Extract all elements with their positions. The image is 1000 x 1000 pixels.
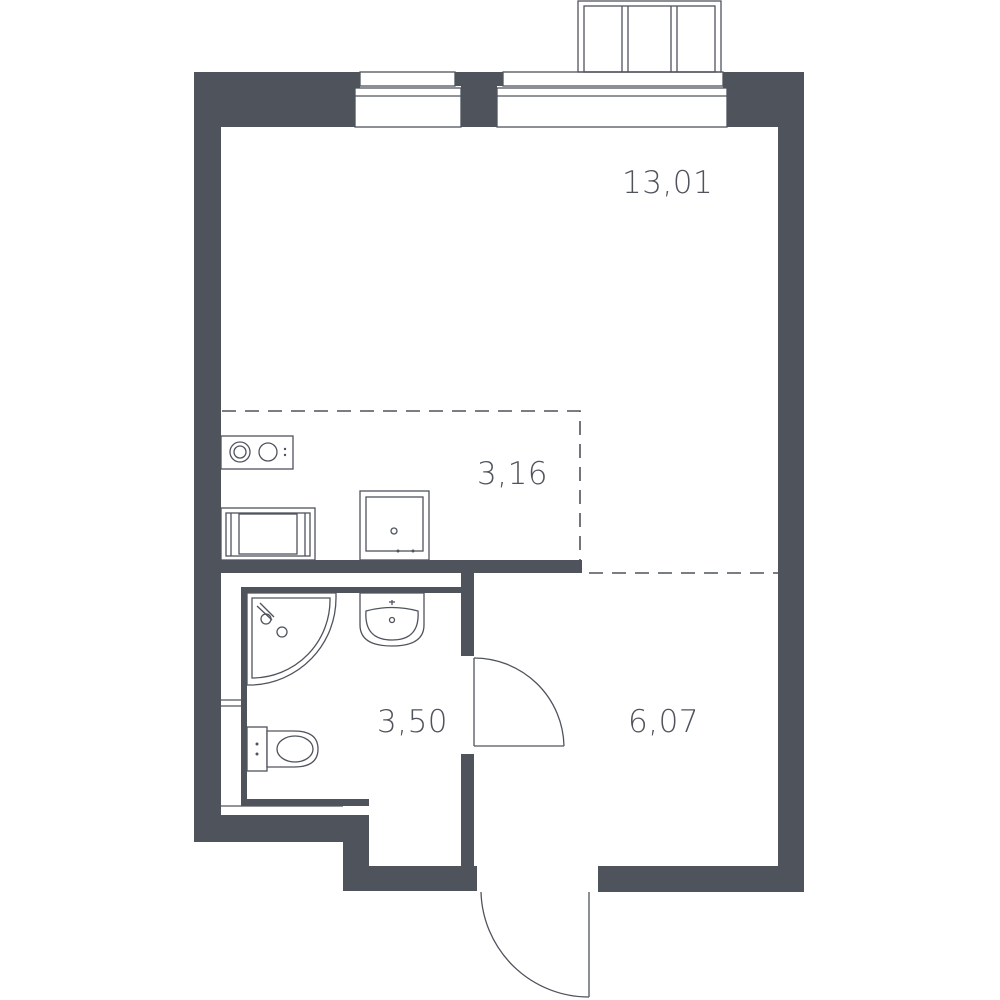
window-right xyxy=(496,71,728,128)
bathroom-area: 3,50 xyxy=(377,704,448,740)
corner-shower-icon xyxy=(246,592,337,686)
balcony xyxy=(577,0,722,73)
living-room-area: 13,01 xyxy=(622,165,713,201)
shower-icon xyxy=(359,490,430,561)
kitchen-area: 3,16 xyxy=(477,456,548,492)
stove-icon xyxy=(220,435,294,470)
washbasin-icon xyxy=(359,592,425,647)
entrance-door xyxy=(480,891,590,998)
interior-walls xyxy=(221,560,582,866)
toilet-icon xyxy=(246,726,319,772)
sink-icon xyxy=(220,507,316,561)
window-left xyxy=(354,71,462,128)
zone-boundaries xyxy=(222,410,778,574)
exterior-walls xyxy=(194,72,804,892)
hallway-area: 6,07 xyxy=(628,704,699,740)
bathroom-door xyxy=(473,657,565,747)
